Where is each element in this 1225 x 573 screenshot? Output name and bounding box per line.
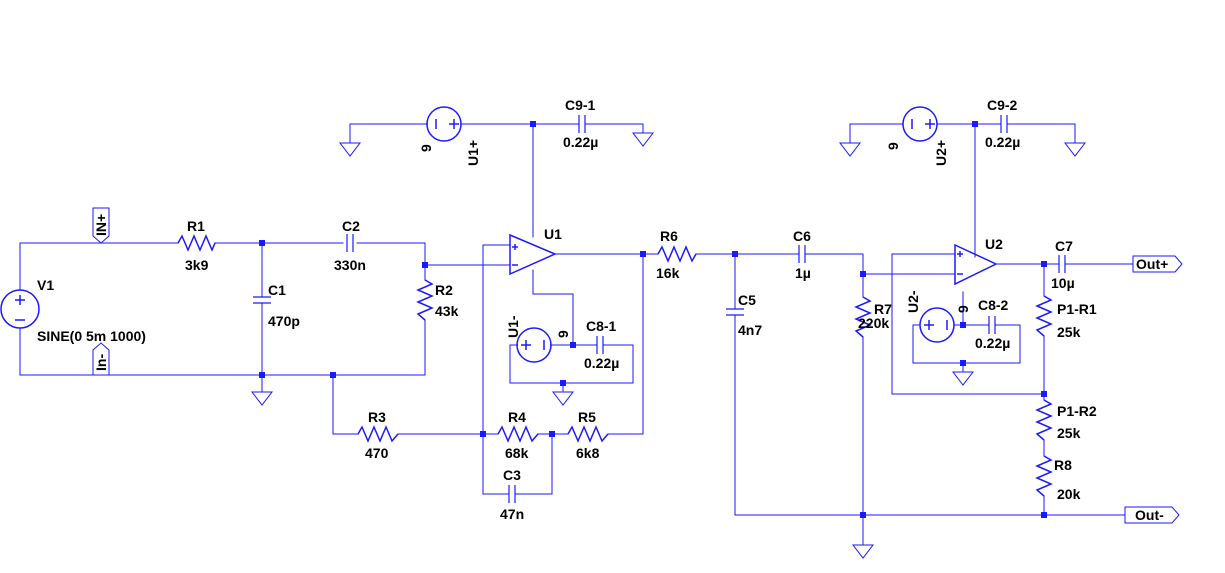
c7-ref: C7 bbox=[1055, 238, 1073, 254]
r5-value: 6k8 bbox=[576, 445, 600, 461]
r5-ref: R5 bbox=[578, 409, 596, 425]
capacitor-c3[interactable] bbox=[508, 485, 516, 503]
ground-icon bbox=[1063, 142, 1087, 157]
wires bbox=[19, 123, 1134, 546]
c8-2-value: 0.22µ bbox=[975, 335, 1010, 351]
supply-source-u2-plus[interactable] bbox=[898, 106, 942, 142]
r8-value: 20k bbox=[1057, 486, 1081, 502]
resistor-p1-r1[interactable] bbox=[1035, 295, 1053, 337]
r2-ref: R2 bbox=[435, 282, 453, 298]
u1-plus-ref: U1+ bbox=[465, 140, 481, 166]
p1r1-ref: P1-R1 bbox=[1057, 301, 1097, 317]
svg-text:In-: In- bbox=[93, 354, 109, 371]
r8-ref: R8 bbox=[1054, 457, 1072, 473]
supply-source-u1-minus[interactable] bbox=[510, 327, 573, 363]
capacitor-c9-2[interactable] bbox=[1000, 115, 1008, 133]
capacitor-c1[interactable] bbox=[253, 296, 271, 304]
capacitor-c6[interactable] bbox=[798, 245, 806, 263]
voltage-source-v1[interactable] bbox=[0, 289, 40, 329]
u2-ref: U2 bbox=[985, 236, 1003, 252]
r3-value: 470 bbox=[365, 445, 389, 461]
u1-minus-ref: U1- bbox=[505, 315, 521, 338]
r4-value: 68k bbox=[505, 445, 529, 461]
c6-ref: C6 bbox=[793, 228, 811, 244]
ground-icon bbox=[838, 142, 862, 157]
u1-plus-value: 9 bbox=[418, 144, 434, 152]
p1r2-value: 25k bbox=[1057, 425, 1081, 441]
r2-value: 43k bbox=[435, 303, 459, 319]
capacitor-c7[interactable] bbox=[1058, 255, 1066, 273]
r1-value: 3k9 bbox=[185, 257, 209, 273]
capacitor-c8-1[interactable] bbox=[596, 336, 604, 354]
ground-icon bbox=[851, 544, 875, 559]
resistor-r5[interactable] bbox=[567, 425, 609, 443]
ground-icon bbox=[250, 391, 274, 406]
c7-value: 10µ bbox=[1051, 275, 1075, 291]
c2-ref: C2 bbox=[342, 218, 360, 234]
ground-symbols bbox=[250, 132, 1087, 559]
c5-value: 4n7 bbox=[738, 322, 762, 338]
net-label-in-minus: In- bbox=[92, 342, 110, 376]
r7-value: 220k bbox=[858, 315, 889, 331]
p1r1-value: 25k bbox=[1057, 324, 1081, 340]
resistor-r4[interactable] bbox=[497, 425, 539, 443]
c9-2-ref: C9-2 bbox=[987, 97, 1018, 113]
c8-1-ref: C8-1 bbox=[586, 318, 617, 334]
c6-value: 1µ bbox=[795, 265, 811, 281]
capacitor-c5[interactable] bbox=[726, 308, 744, 316]
c3-value: 47n bbox=[500, 506, 524, 522]
u2-minus-ref: U2- bbox=[905, 290, 921, 313]
c3-ref: C3 bbox=[503, 467, 521, 483]
u1-minus-value: 9 bbox=[555, 330, 571, 338]
u2-plus-ref: U2+ bbox=[933, 140, 949, 166]
u2-minus-value: 9 bbox=[955, 305, 971, 313]
c1-value: 470p bbox=[268, 313, 300, 329]
c9-1-value: 0.22µ bbox=[563, 134, 598, 150]
net-label-in-plus: IN+ bbox=[92, 207, 110, 244]
ground-icon bbox=[338, 142, 362, 157]
supply-source-u2-minus[interactable] bbox=[913, 307, 963, 343]
r4-ref: R4 bbox=[508, 409, 526, 425]
resistor-r3[interactable] bbox=[357, 425, 399, 443]
capacitor-c2[interactable] bbox=[346, 234, 354, 252]
r6-value: 16k bbox=[656, 265, 680, 281]
ground-icon bbox=[551, 391, 575, 406]
c9-2-value: 0.22µ bbox=[985, 134, 1020, 150]
v1-value: SINE(0 5m 1000) bbox=[37, 328, 146, 344]
p1r2-ref: P1-R2 bbox=[1057, 403, 1097, 419]
supply-source-u1-plus[interactable] bbox=[420, 106, 468, 142]
svg-text:Out+: Out+ bbox=[1136, 256, 1168, 272]
c1-ref: C1 bbox=[268, 282, 286, 298]
ground-icon bbox=[631, 132, 655, 147]
resistor-r2[interactable] bbox=[416, 279, 434, 321]
capacitor-c8-2[interactable] bbox=[988, 316, 996, 334]
c8-1-value: 0.22µ bbox=[584, 355, 619, 371]
resistor-r1[interactable] bbox=[177, 234, 216, 252]
resistor-r7[interactable] bbox=[854, 296, 872, 338]
v1-ref: V1 bbox=[37, 277, 54, 293]
resistor-r6[interactable] bbox=[657, 245, 697, 263]
c2-value: 330n bbox=[334, 257, 366, 273]
r6-ref: R6 bbox=[660, 228, 678, 244]
opamp-u2[interactable] bbox=[954, 243, 998, 286]
r1-ref: R1 bbox=[187, 218, 205, 234]
c9-1-ref: C9-1 bbox=[565, 97, 596, 113]
c8-2-ref: C8-2 bbox=[978, 297, 1009, 313]
opamp-u1[interactable] bbox=[509, 233, 557, 276]
net-label-out-plus: Out+ bbox=[1132, 255, 1183, 273]
r3-ref: R3 bbox=[368, 409, 386, 425]
u1-ref: U1 bbox=[544, 226, 562, 242]
resistor-p1-r2[interactable] bbox=[1035, 399, 1053, 441]
resistor-r8[interactable] bbox=[1035, 455, 1053, 497]
capacitor-c9-1[interactable] bbox=[578, 115, 586, 133]
svg-text:IN+: IN+ bbox=[93, 214, 109, 236]
svg-text:Out-: Out- bbox=[1135, 507, 1164, 523]
u2-plus-value: 9 bbox=[885, 142, 901, 150]
c5-ref: C5 bbox=[738, 292, 756, 308]
ground-icon bbox=[951, 371, 975, 386]
net-label-out-minus: Out- bbox=[1124, 506, 1180, 524]
r7-ref: R7 bbox=[874, 301, 892, 317]
